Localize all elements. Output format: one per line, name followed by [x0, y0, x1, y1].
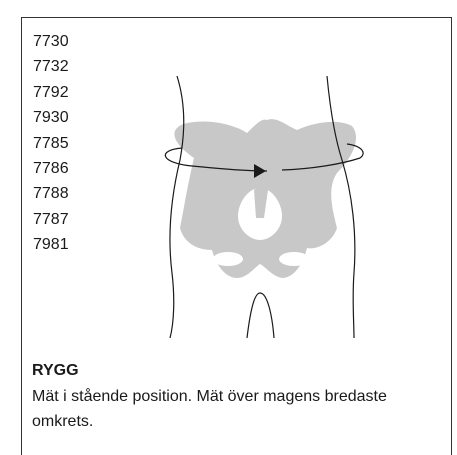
product-code: 7786 [33, 156, 69, 181]
pelvis-measurement-icon [142, 68, 372, 338]
body-outline-left [170, 76, 184, 338]
product-code-list: 7730 7732 7792 7930 7785 7786 7788 7787 … [33, 29, 69, 258]
section-title: RYGG [32, 362, 79, 380]
product-code: 7787 [33, 207, 69, 232]
product-code: 7930 [33, 105, 69, 130]
product-code: 7732 [33, 54, 69, 79]
measurement-card: 7730 7732 7792 7930 7785 7786 7788 7787 … [21, 17, 452, 455]
measurement-instructions: Mät i stående position. Mät över magens … [32, 384, 442, 434]
product-code: 7730 [33, 29, 69, 54]
leg-outline [247, 293, 274, 338]
product-code: 7785 [33, 131, 69, 156]
product-code: 7792 [33, 80, 69, 105]
product-code: 7981 [33, 232, 69, 257]
product-code: 7788 [33, 181, 69, 206]
